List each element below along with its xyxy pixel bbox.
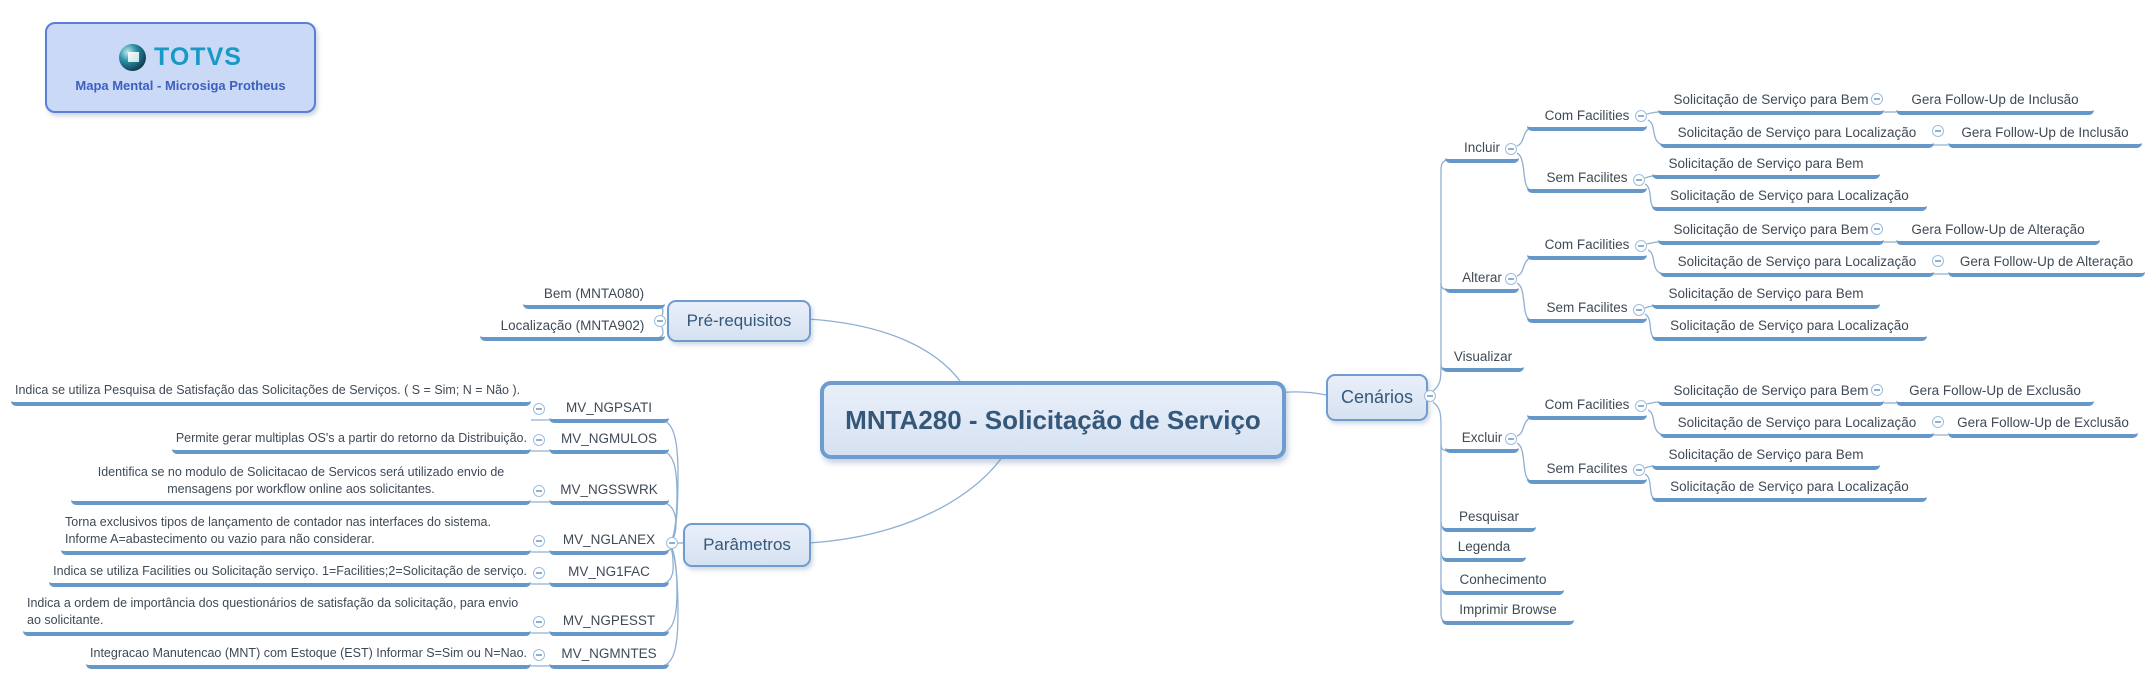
collapse-icon[interactable] <box>1633 174 1645 186</box>
followup-node[interactable]: Gera Follow-Up de Inclusão <box>1896 91 2094 115</box>
node-legenda[interactable]: Legenda <box>1442 538 1526 562</box>
group-com-facilities[interactable]: Com Facilities <box>1527 107 1647 131</box>
node-alterar[interactable]: Alterar <box>1445 269 1519 293</box>
leaf-node[interactable]: Solicitação de Serviço para Localização <box>1660 124 1934 148</box>
leaf-node[interactable]: Solicitação de Serviço para Localização <box>1652 478 1927 502</box>
node-bem[interactable]: Bem (MNTA080) <box>523 285 665 309</box>
collapse-icon[interactable] <box>1635 240 1647 252</box>
collapse-icon[interactable] <box>1932 125 1944 137</box>
followup-node[interactable]: Gera Follow-Up de Exclusão <box>1948 414 2138 438</box>
node-localizacao[interactable]: Localização (MNTA902) <box>480 317 665 341</box>
collapse-icon[interactable] <box>1871 223 1883 235</box>
collapse-icon[interactable] <box>666 537 678 549</box>
followup-node[interactable]: Gera Follow-Up de Inclusão <box>1948 124 2142 148</box>
param-code[interactable]: MV_NG1FAC <box>549 563 669 587</box>
param-code[interactable]: MV_NGLANEX <box>549 531 669 555</box>
pre-requisitos-node[interactable]: Pré-requisitos <box>667 300 811 342</box>
leaf-node[interactable]: Solicitação de Serviço para Localização <box>1652 187 1927 211</box>
param-desc[interactable]: Torna exclusivos tipos de lançamento de … <box>61 514 531 555</box>
collapse-icon[interactable] <box>533 567 545 579</box>
node-conhecimento[interactable]: Conhecimento <box>1442 571 1564 595</box>
followup-node[interactable]: Gera Follow-Up de Alteração <box>1896 221 2100 245</box>
leaf-node[interactable]: Solicitação de Serviço para Bem <box>1658 221 1884 245</box>
param-desc[interactable]: Indica se utiliza Pesquisa de Satisfação… <box>11 382 531 406</box>
cenarios-node[interactable]: Cenários <box>1326 374 1428 421</box>
collapse-icon[interactable] <box>654 315 666 327</box>
leaf-node[interactable]: Solicitação de Serviço para Bem <box>1658 91 1884 115</box>
leaf-node[interactable]: Solicitação de Serviço para Localização <box>1660 253 1934 277</box>
followup-node[interactable]: Gera Follow-Up de Alteração <box>1948 253 2145 277</box>
collapse-icon[interactable] <box>1633 464 1645 476</box>
node-excluir[interactable]: Excluir <box>1445 429 1519 453</box>
param-code[interactable]: MV_NGMULOS <box>549 430 669 454</box>
collapse-icon[interactable] <box>1505 143 1517 155</box>
leaf-node[interactable]: Solicitação de Serviço para Bem <box>1658 382 1884 406</box>
collapse-icon[interactable] <box>1635 110 1647 122</box>
collapse-icon[interactable] <box>533 649 545 661</box>
param-desc[interactable]: Indica a ordem de importância dos questi… <box>23 595 531 636</box>
leaf-node[interactable]: Solicitação de Serviço para Localização <box>1660 414 1934 438</box>
followup-node[interactable]: Gera Follow-Up de Exclusão <box>1896 382 2094 406</box>
node-visualizar[interactable]: Visualizar <box>1442 348 1524 372</box>
param-desc[interactable]: Permite gerar multiplas OS's a partir do… <box>171 430 531 454</box>
collapse-icon[interactable] <box>533 434 545 446</box>
leaf-node[interactable]: Solicitação de Serviço para Bem <box>1652 155 1880 179</box>
collapse-icon[interactable] <box>1871 384 1883 396</box>
collapse-icon[interactable] <box>1424 390 1436 402</box>
collapse-icon[interactable] <box>1505 433 1517 445</box>
collapse-icon[interactable] <box>533 403 545 415</box>
collapse-icon[interactable] <box>1871 93 1883 105</box>
node-pesquisar[interactable]: Pesquisar <box>1442 508 1536 532</box>
collapse-icon[interactable] <box>533 616 545 628</box>
leaf-node[interactable]: Solicitação de Serviço para Localização <box>1652 317 1927 341</box>
logo-subtitle: Mapa Mental - Microsiga Protheus <box>75 77 286 93</box>
group-sem-facilites[interactable]: Sem Facilites <box>1527 169 1647 193</box>
collapse-icon[interactable] <box>1633 304 1645 316</box>
root-node[interactable]: MNTA280 - Solicitação de Serviço <box>820 381 1286 459</box>
collapse-icon[interactable] <box>533 485 545 497</box>
totvs-sphere-icon <box>119 43 147 71</box>
leaf-node[interactable]: Solicitação de Serviço para Bem <box>1652 446 1880 470</box>
param-desc[interactable]: Indica se utiliza Facilities ou Solicita… <box>49 563 531 587</box>
collapse-icon[interactable] <box>1932 255 1944 267</box>
node-imprimir-browse[interactable]: Imprimir Browse <box>1442 601 1574 625</box>
param-desc[interactable]: Identifica se no modulo de Solicitacao d… <box>71 464 531 505</box>
param-code[interactable]: MV_NGPSATI <box>549 399 669 423</box>
collapse-icon[interactable] <box>1932 416 1944 428</box>
group-sem-facilites[interactable]: Sem Facilites <box>1527 460 1647 484</box>
collapse-icon[interactable] <box>1505 273 1517 285</box>
param-code[interactable]: MV_NGPESST <box>549 612 669 636</box>
parametros-node[interactable]: Parâmetros <box>683 523 811 567</box>
totvs-logo-plate: TOTVS Mapa Mental - Microsiga Protheus <box>45 22 316 113</box>
group-com-facilities[interactable]: Com Facilities <box>1527 396 1647 420</box>
leaf-node[interactable]: Solicitação de Serviço para Bem <box>1652 285 1880 309</box>
group-sem-facilites[interactable]: Sem Facilites <box>1527 299 1647 323</box>
collapse-icon[interactable] <box>533 535 545 547</box>
collapse-icon[interactable] <box>1635 400 1647 412</box>
param-code[interactable]: MV_NGSSWRK <box>549 481 669 505</box>
group-com-facilities[interactable]: Com Facilities <box>1527 236 1647 260</box>
param-desc[interactable]: Integracao Manutencao (MNT) com Estoque … <box>86 645 531 669</box>
param-code[interactable]: MV_NGMNTES <box>549 645 669 669</box>
totvs-brand: TOTVS <box>154 42 242 71</box>
node-incluir[interactable]: Incluir <box>1445 139 1519 163</box>
